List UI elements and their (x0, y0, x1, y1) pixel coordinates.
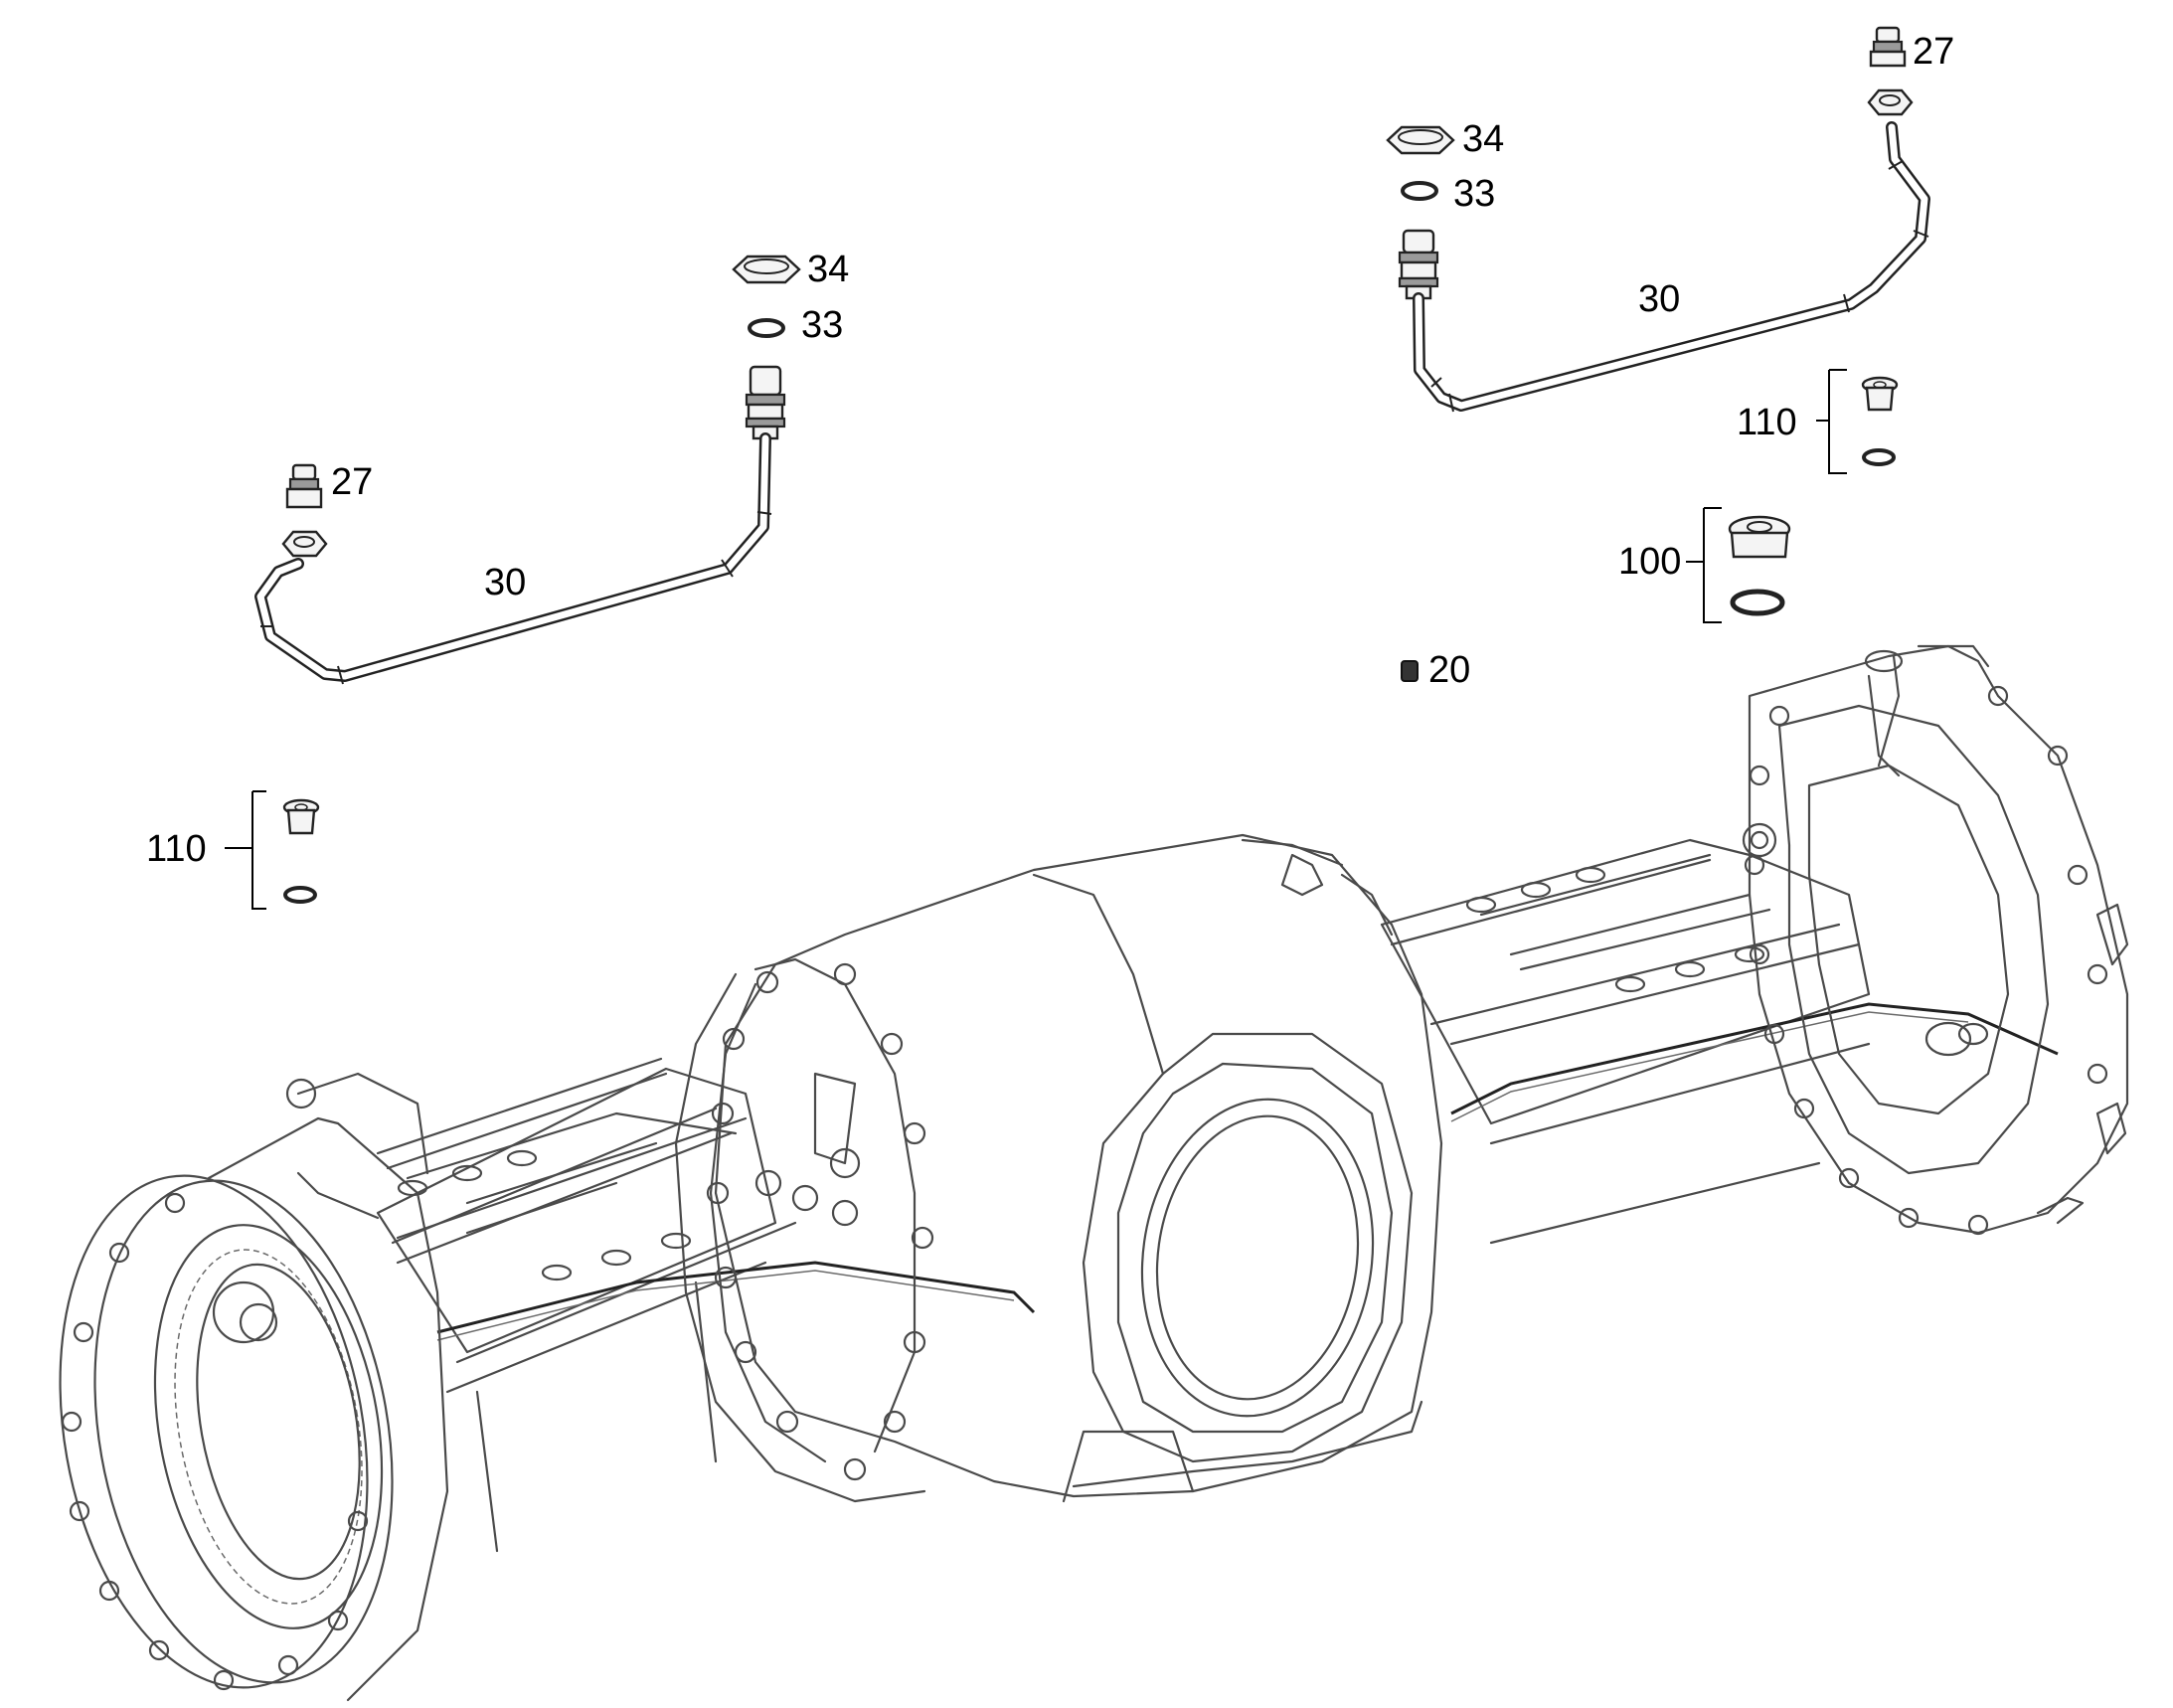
breather-20: 20 (1401, 649, 1470, 691)
label-right-27: 27 (1913, 31, 1954, 73)
left-nut-34 (732, 255, 801, 284)
right-kit-110: 110 (1737, 369, 1899, 474)
right-flange-bolt-holes (1744, 685, 2108, 1236)
label-left-110: 110 (146, 828, 207, 870)
differential-housing (674, 833, 1443, 1503)
label-right-100: 100 (1618, 541, 1681, 583)
right-pipe-assembly: 34 33 30 27 (1386, 26, 1954, 413)
right-plug-oring (1862, 448, 1896, 466)
right-union-fitting (1398, 229, 1439, 300)
left-pipe-30 (254, 432, 772, 685)
left-hub-flange (59, 1072, 449, 1702)
label-right-110: 110 (1737, 402, 1797, 443)
right-cap (1728, 515, 1791, 559)
right-plug (1861, 376, 1899, 412)
label-right-34: 34 (1462, 118, 1504, 160)
left-plug-oring (283, 886, 317, 904)
label-right-20: 20 (1428, 649, 1470, 691)
label-right-30: 30 (1638, 278, 1680, 320)
right-pipe-nut (1867, 88, 1914, 116)
left-axle-arm (296, 1057, 1036, 1553)
right-cap-oring (1730, 589, 1785, 616)
left-plug (282, 798, 320, 835)
axle-housing (59, 644, 2129, 1702)
right-axle-arm (397, 838, 2059, 1281)
right-oring-33 (1401, 181, 1438, 201)
left-oring-33 (748, 318, 785, 338)
right-hub-flange (1742, 644, 2129, 1236)
label-right-33: 33 (1453, 173, 1495, 215)
label-left-33: 33 (801, 304, 843, 346)
right-kit-100: 100 (1618, 507, 1791, 623)
label-left-27: 27 (331, 461, 373, 503)
left-arm-holes (397, 1149, 692, 1281)
label-left-30: 30 (484, 562, 526, 603)
right-bleeder-27 (1869, 26, 1907, 68)
left-kit-110: 110 (146, 790, 320, 910)
left-pipe-nut (281, 530, 328, 558)
left-pipe-assembly: 34 33 30 (254, 249, 849, 685)
right-arm-holes (1465, 866, 1765, 993)
center-flange-bolt-holes (706, 962, 934, 1481)
label-left-34: 34 (807, 249, 849, 290)
left-union-fitting (745, 365, 786, 440)
right-pipe-30 (1413, 121, 1930, 413)
right-nut-34 (1386, 125, 1455, 155)
left-flange-bolt-holes (61, 1192, 369, 1691)
left-bleeder-27 (285, 463, 323, 509)
